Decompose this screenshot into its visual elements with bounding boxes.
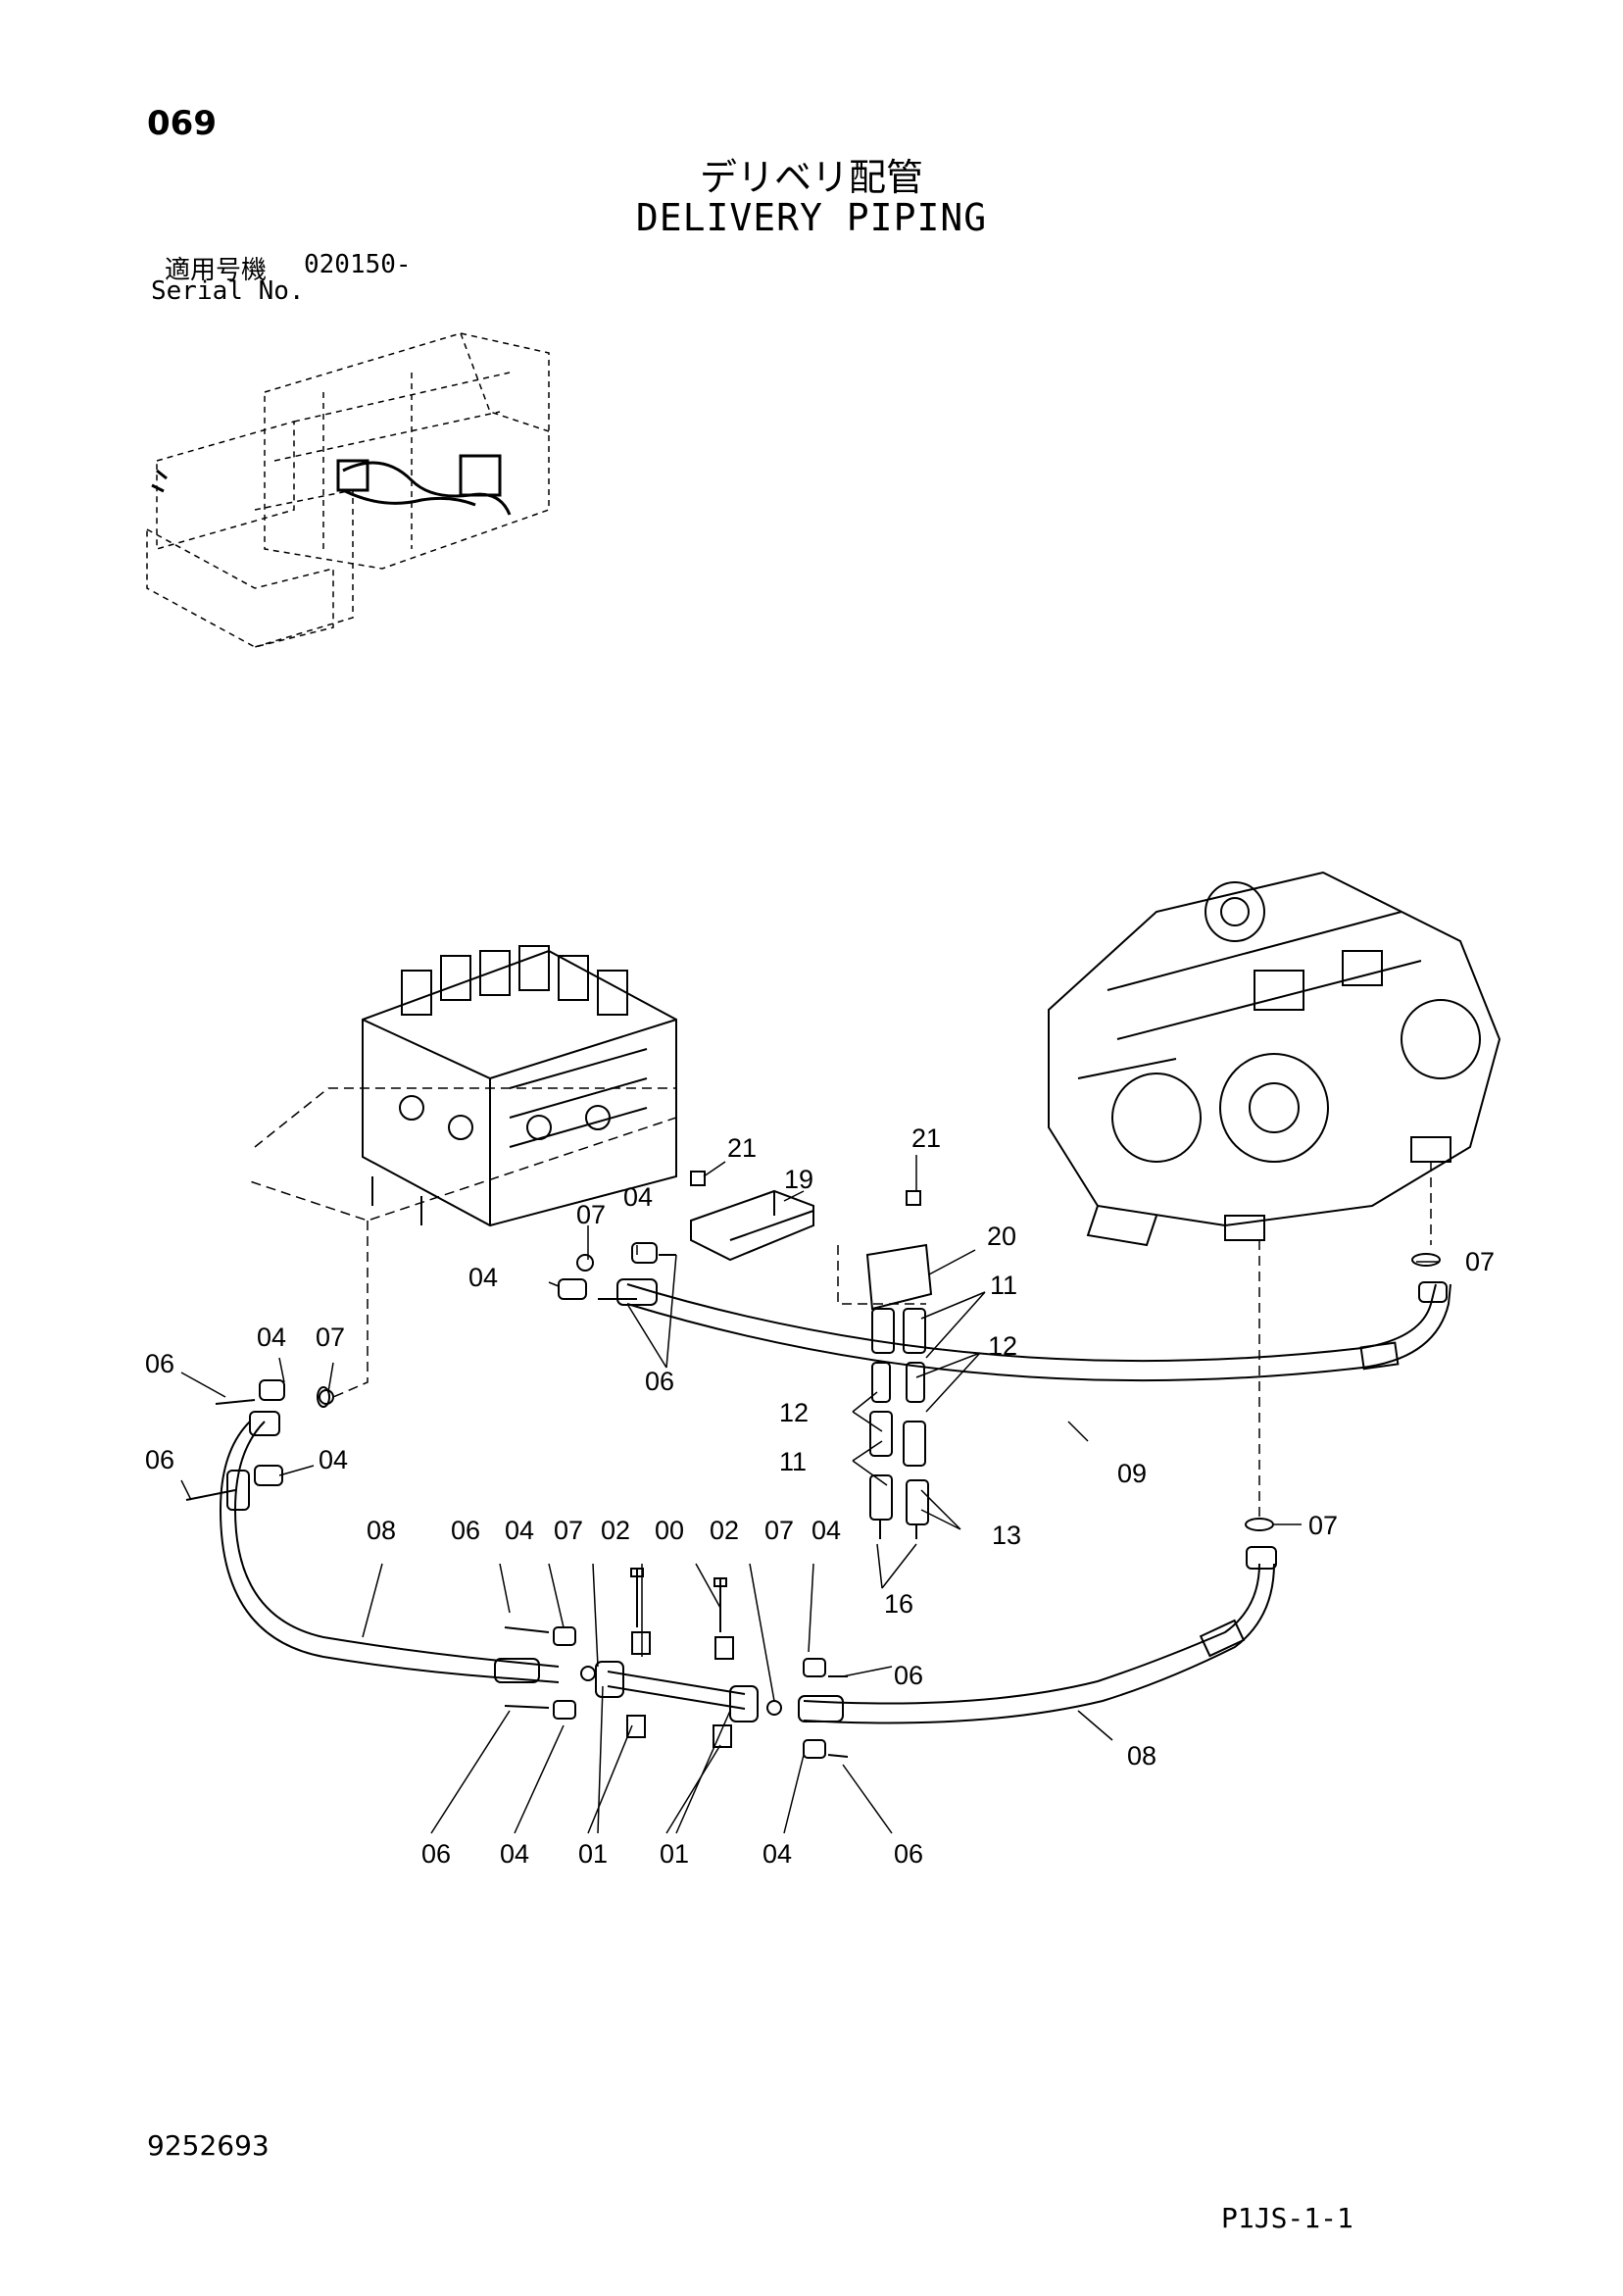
callout-09: 09	[1117, 1459, 1147, 1488]
callout-04: 04	[762, 1839, 792, 1869]
callout-00: 00	[655, 1516, 684, 1545]
pipe-00-assembly	[580, 1568, 782, 1748]
callout-06: 06	[894, 1661, 923, 1690]
machine-overview-piping	[151, 454, 512, 516]
callout-07: 07	[576, 1200, 606, 1229]
callout-12: 12	[988, 1331, 1017, 1361]
hydraulic-pump	[1048, 871, 1501, 1247]
page-title-japanese: デリベリ配管	[699, 156, 923, 199]
callout-01: 01	[578, 1839, 608, 1869]
hose-08-right	[798, 1546, 1277, 1724]
callout-04: 04	[257, 1323, 286, 1352]
serial-number-value: 020150-	[304, 250, 412, 279]
bracket-20-clamp-stack	[865, 1190, 933, 1539]
callout-06: 06	[145, 1445, 174, 1474]
callout-08: 08	[367, 1516, 396, 1545]
callout-leaders	[180, 1155, 1439, 1834]
callout-04: 04	[500, 1839, 529, 1869]
callout-21-left: 21	[727, 1133, 757, 1163]
serial-label-japanese: 適用号機	[165, 256, 268, 285]
callout-11: 11	[990, 1271, 1017, 1300]
callout-01: 01	[660, 1839, 689, 1869]
callout-08: 08	[1127, 1741, 1156, 1771]
callout-04: 04	[319, 1445, 348, 1474]
callout-06: 06	[421, 1839, 451, 1869]
callout-12: 12	[779, 1398, 809, 1427]
callout-04: 04	[468, 1263, 498, 1292]
callout-02: 02	[710, 1516, 739, 1545]
page-title: DELIVERY PIPING	[635, 196, 988, 239]
callout-06: 06	[145, 1349, 174, 1378]
callout-04: 04	[623, 1182, 653, 1212]
callout-07: 07	[1465, 1247, 1495, 1276]
document-number: 9252693	[147, 2129, 270, 2162]
callout-02: 02	[601, 1516, 630, 1545]
callout-07: 07	[764, 1516, 794, 1545]
flange-clamps-left	[504, 1626, 849, 1759]
serial-label: Serial No.	[151, 276, 305, 306]
callout-07: 07	[1308, 1511, 1338, 1540]
callout-06: 06	[645, 1367, 674, 1396]
machine-overview-sketch	[146, 332, 550, 648]
callout-labels: 21 21 19 07 04 04 20 11 06 12 12 11 09 0…	[145, 1123, 1495, 1869]
callout-07: 07	[316, 1323, 345, 1352]
bracket-19	[690, 1171, 814, 1262]
callout-04: 04	[505, 1516, 534, 1545]
o-ring-left	[317, 1386, 330, 1408]
hose-08-left	[219, 1411, 560, 1683]
callout-20: 20	[987, 1222, 1016, 1251]
o-ring-lower-right	[1245, 1518, 1274, 1531]
o-ring-upper-right	[1411, 1253, 1441, 1267]
callout-07: 07	[554, 1516, 583, 1545]
callout-04: 04	[812, 1516, 841, 1545]
callout-21-right: 21	[911, 1123, 941, 1153]
page-number: 069	[147, 104, 217, 143]
control-valve	[362, 945, 677, 1227]
valve-outlet-fittings	[185, 1242, 676, 1501]
callout-06: 06	[894, 1839, 923, 1869]
callout-11: 11	[779, 1447, 807, 1476]
callout-06: 06	[451, 1516, 480, 1545]
callout-16: 16	[884, 1589, 913, 1619]
callout-13: 13	[992, 1521, 1021, 1550]
hose-09	[616, 1278, 1451, 1382]
valve-mount-outline	[249, 1087, 677, 1222]
leader-dashed-lines	[332, 1162, 1432, 1520]
callout-19: 19	[784, 1165, 813, 1194]
sheet-reference: P1JS-1-1	[1221, 2202, 1353, 2234]
